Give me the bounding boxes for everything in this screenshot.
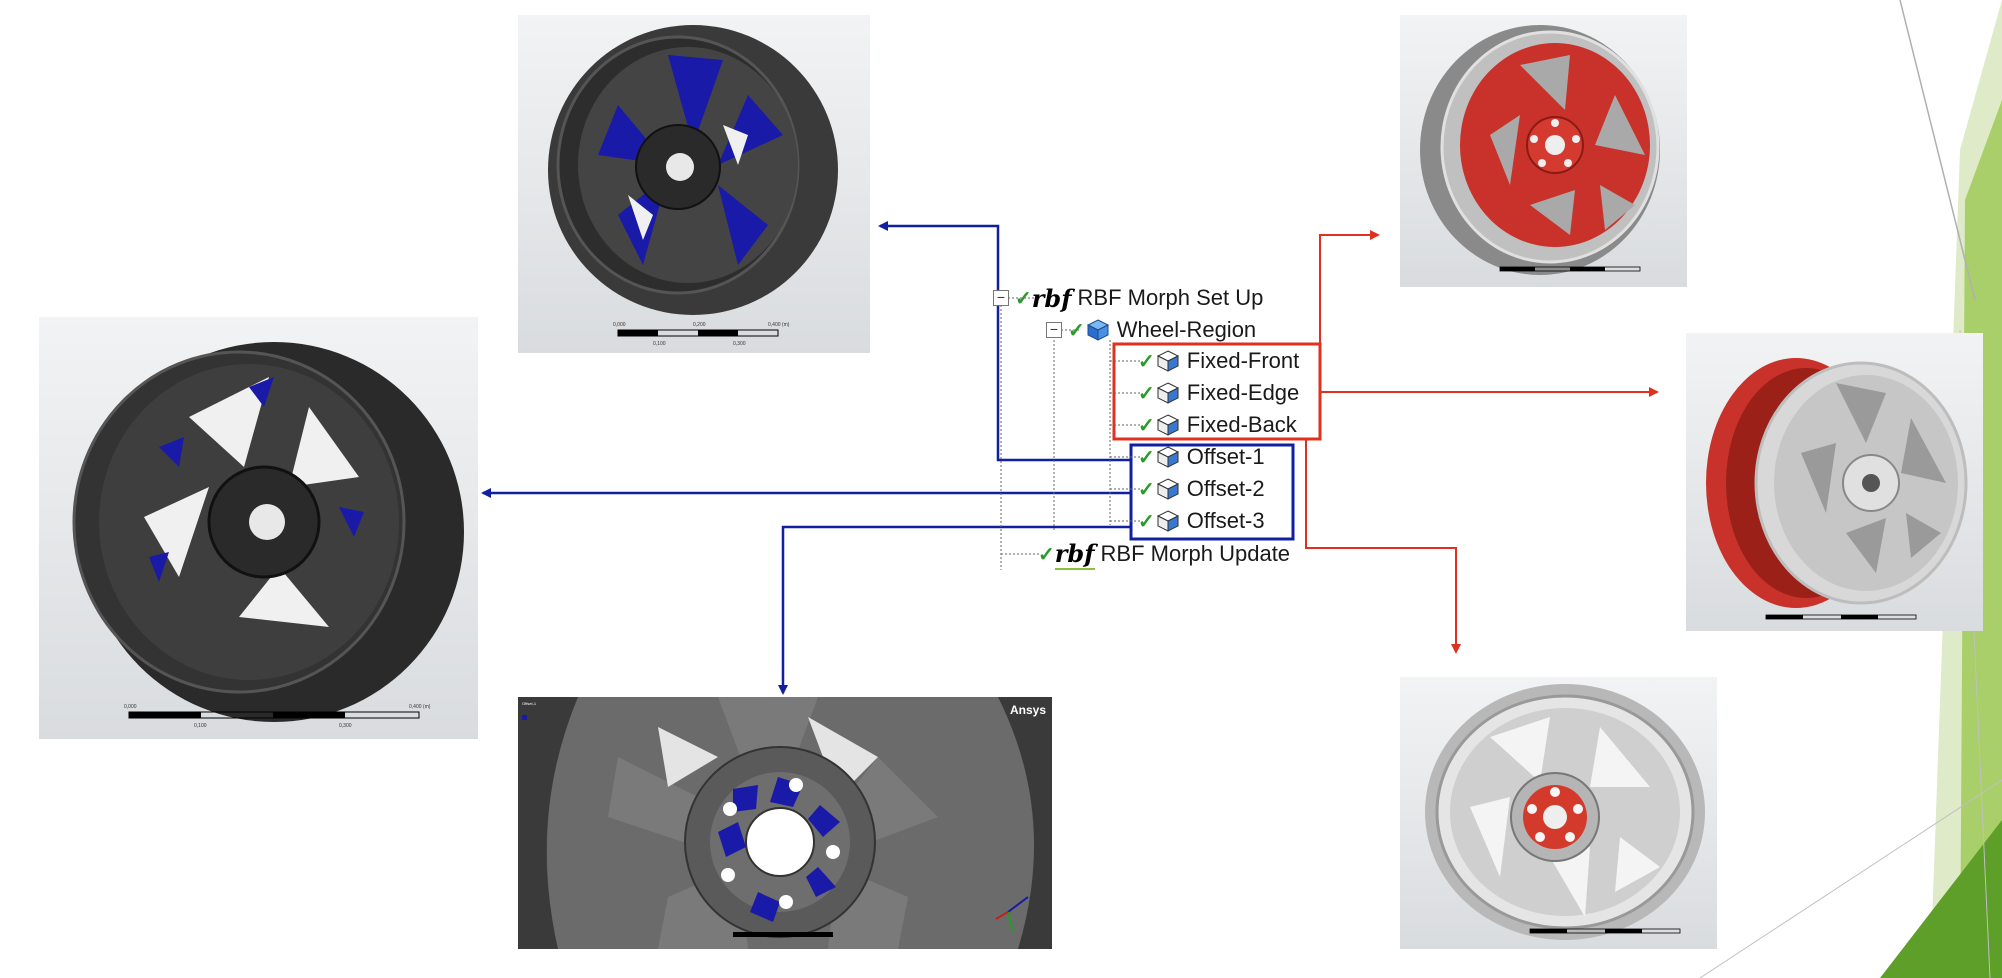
collapse-toggle[interactable]: −	[1046, 322, 1062, 338]
scale-label: 0,000	[124, 704, 137, 710]
arrow-fixed-front	[1319, 230, 1380, 390]
check-icon: ✓	[1138, 414, 1155, 437]
tree-node-offset-1[interactable]: ✓ Offset-1	[1138, 442, 1265, 472]
ansys-logo: Ansys	[1009, 703, 1046, 717]
tree-node-label: RBF Morph Set Up	[1077, 285, 1264, 310]
check-icon: ✓	[1138, 350, 1155, 373]
wheel-render-view-back	[1400, 677, 1717, 949]
cube-icon	[1156, 478, 1179, 500]
scale-label: 0,200	[693, 322, 706, 328]
tree-node-label: Offset-1	[1186, 444, 1265, 469]
legend-swatch	[522, 715, 527, 720]
cube-icon	[1156, 350, 1179, 372]
check-icon: ✓	[1138, 478, 1155, 501]
scale-label: 0,100	[194, 723, 207, 729]
tree-node-label: Offset-3	[1186, 508, 1265, 533]
cube-icon	[1156, 510, 1179, 532]
check-icon: ✓	[1138, 382, 1155, 405]
check-icon: ✓	[1068, 319, 1085, 342]
rbf-logo-icon: rbf	[1054, 538, 1095, 570]
tree-node-rbf-setup[interactable]: − ✓ rbf RBF Morph Set Up	[993, 283, 1263, 313]
tree-node-fixed-front[interactable]: ✓ Fixed-Front	[1138, 346, 1299, 376]
cube-icon	[1156, 382, 1179, 404]
check-icon: ✓	[1015, 287, 1032, 310]
scale-label: 0,100	[653, 341, 666, 347]
tree-node-label: Fixed-Edge	[1186, 380, 1300, 405]
tree-node-offset-2[interactable]: ✓ Offset-2	[1138, 474, 1265, 504]
cube-icon	[1156, 446, 1179, 468]
scale-label: 0,300	[733, 341, 746, 347]
rbf-logo-icon: rbf	[1031, 283, 1072, 313]
tree-node-label: Wheel-Region	[1116, 317, 1257, 342]
wheel-mesh-view-offset-2: 0,000 0,400 (m) 0,100 0,300	[39, 317, 478, 739]
check-icon: ✓	[1138, 446, 1155, 469]
wheel-mesh-view-fixed: 0,000 0,200 0,400 (m) 0,100 0,300	[518, 15, 870, 353]
check-icon: ✓	[1038, 543, 1055, 566]
scale-label: 0,300	[339, 723, 352, 729]
tree-node-offset-3[interactable]: ✓ Offset-3	[1138, 506, 1265, 536]
tree-node-fixed-edge[interactable]: ✓ Fixed-Edge	[1138, 378, 1299, 408]
wheel-mesh-view-offset-3: Ansys Offset-1	[518, 697, 1052, 949]
scale-label: 0,000	[613, 322, 626, 328]
scale-label: 0,400 (m)	[409, 704, 431, 710]
tree-node-wheel-region[interactable]: − ✓ Wheel-Region	[1046, 315, 1256, 345]
cube-icon	[1086, 319, 1109, 341]
tree-node-label: Fixed-Back	[1186, 412, 1297, 437]
corner-label: Offset-1	[522, 701, 537, 706]
tree-node-rbf-update[interactable]: ✓ rbf RBF Morph Update	[1038, 538, 1291, 570]
check-icon: ✓	[1138, 510, 1155, 533]
scale-label: 0,400 (m)	[768, 322, 790, 328]
tree-node-label: RBF Morph Update	[1100, 541, 1291, 566]
wheel-render-view-edge	[1686, 333, 1983, 631]
arrow-fixed-back	[1305, 439, 1461, 654]
tree-node-label: Offset-2	[1186, 476, 1265, 501]
wheel-render-view-front	[1400, 15, 1687, 287]
tree-node-fixed-back[interactable]: ✓ Fixed-Back	[1138, 410, 1297, 440]
cube-icon	[1156, 414, 1179, 436]
collapse-toggle[interactable]: −	[993, 290, 1009, 306]
tree-node-label: Fixed-Front	[1186, 348, 1300, 373]
